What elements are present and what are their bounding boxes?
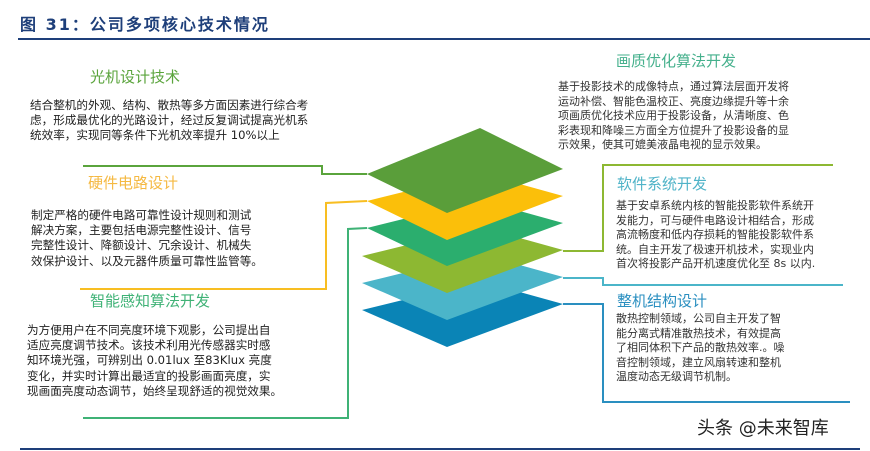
text-sensing: 为方便用户在不同亮度环境下观影，公司提出自 适应亮度调节技术。该技术利用光传感器… — [27, 323, 282, 399]
text-line: 高流畅度和低内存损耗的智能投影软件系 — [616, 228, 814, 242]
text-line: 散热控制领域，公司自主开发了智 — [616, 312, 781, 325]
text-line: 首次将投影产品开机速度优化至 8s 以内. — [616, 257, 816, 271]
figure-title: 图 31：公司多项核心技术情况 — [20, 15, 270, 34]
text-line: 解决方案，主要包括电源完整性设计、信号 — [31, 223, 252, 238]
connector-sensing — [83, 227, 368, 419]
heading-sensing: 智能感知算法开发 — [90, 292, 211, 310]
connector-software — [563, 164, 833, 252]
heading-hardware: 硬件电路设计 — [88, 174, 179, 192]
text-structure: 散热控制领域，公司自主开发了智 能分离式精准散热技术，有效提高 了相同体积下产品… — [616, 312, 785, 385]
text-line: 发能力，可与硬件电路设计相结合，形成 — [616, 213, 814, 227]
text-line: 示效果，使其可媲美液晶电视的显示效果。 — [558, 138, 767, 152]
text-software: 基于安卓系统内核的智能投影软件系统开 发能力，可与硬件电路设计相结合，形成 高流… — [616, 199, 815, 272]
heading-software: 软件系统开发 — [617, 175, 708, 193]
text-line: 知环境光强，可辨别出 0.01lux 至83Klux 亮度 — [27, 353, 272, 368]
text-line: 完整性设计、降额设计、冗余设计、机械失 — [31, 238, 252, 253]
layer-optics — [367, 128, 563, 213]
text-line: 统。自主开发了极速开机技术，实现业内 — [616, 242, 814, 256]
connector-optics — [83, 165, 367, 175]
text-line: 温度动态无级调节机制。 — [616, 370, 737, 384]
text-line: 为方便用户在不同亮度环境下观影，公司提出自 — [27, 323, 271, 337]
text-line: 了相同体积下产品的散热效率.。噪 — [616, 341, 785, 355]
text-line: 音控制领域，建立风扇转速和整机 — [616, 355, 781, 369]
text-line: 虑，形成最优化的光路设计，经过反复调试提高光机系 — [30, 113, 309, 128]
connector-image — [563, 277, 843, 286]
title-divider — [18, 38, 870, 40]
heading-image-quality: 画质优化算法开发 — [616, 52, 737, 70]
text-line: 彩表现和降噪三方面全方位提升了投影设备的显 — [558, 123, 789, 137]
text-line: 项画质优化技术应用于投影设备，从清晰度、色 — [558, 109, 789, 123]
watermark: 头条 @未来智库 — [697, 418, 829, 439]
heading-optics: 光机设计技术 — [90, 68, 181, 86]
text-line: 基于投影技术的成像特点，通过算法层面开发将 — [558, 80, 789, 93]
text-line: 统效率，实现同等条件下光机效率提升 10%以上 — [30, 128, 280, 143]
text-line: 制定严格的硬件电路可靠性设计规则和测试 — [31, 208, 252, 222]
text-optics: 结合整机的外观、结构、散热等多方面因素进行综合考 虑，形成最优化的光路设计，经过… — [30, 98, 308, 144]
text-line: 运动补偿、智能色温校正、亮度边缘提升等十余 — [558, 94, 789, 108]
text-line: 现画面亮度动态调节，始终呈现舒适的视觉效果。 — [27, 383, 283, 398]
bottom-divider — [20, 448, 860, 450]
text-line: 结合整机的外观、结构、散热等多方面因素进行综合考 — [30, 98, 309, 112]
text-hardware: 制定严格的硬件电路可靠性设计规则和测试 解决方案，主要包括电源完整性设计、信号 … — [31, 208, 263, 269]
text-line: 适应亮度调节技术。该技术利用光传感器实时感 — [27, 338, 271, 353]
text-line: 变化，并实时计算出最适宜的投影画面亮度，实 — [27, 368, 271, 383]
connector-structure — [563, 303, 850, 403]
connector-hardware — [80, 200, 368, 290]
heading-structure: 整机结构设计 — [617, 292, 708, 310]
text-image-quality: 基于投影技术的成像特点，通过算法层面开发将 运动补偿、智能色温校正、亮度边缘提升… — [558, 80, 789, 153]
text-line: 效保护设计、以及元器件质量可靠性监管等。 — [31, 253, 263, 268]
text-line: 能分离式精准散热技术，有效提高 — [616, 326, 781, 340]
text-line: 基于安卓系统内核的智能投影软件系统开 — [616, 199, 814, 212]
